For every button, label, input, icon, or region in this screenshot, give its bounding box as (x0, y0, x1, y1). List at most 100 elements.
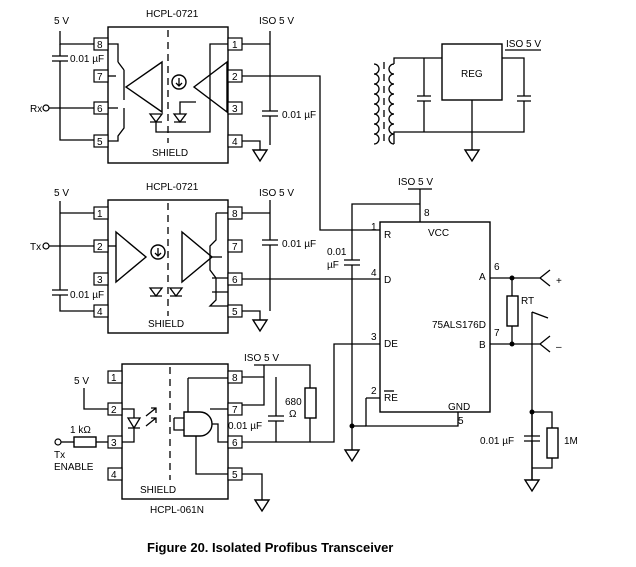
u3-vcc-label: 5 V (74, 376, 89, 387)
u1-pin-number: 5 (97, 137, 103, 148)
u2-buffer-left (115, 230, 148, 284)
u2-vcc-label: 5 V (54, 188, 69, 199)
transceiver-pin-7: 7 (494, 328, 500, 339)
u1-pin-number: 6 (97, 104, 103, 115)
u1-vcc-label: 5 V (54, 16, 69, 27)
transceiver-de-label: DE (384, 339, 398, 350)
transceiver-gnd-label: GND (448, 402, 470, 413)
u2-pin-number: 5 (232, 307, 238, 318)
u3-resistor-label: 1 kΩ (70, 425, 91, 436)
u1-pin-number: 7 (97, 72, 103, 83)
u1-cap-label: 0.01 µF (70, 54, 104, 65)
u2-buffer-right (181, 230, 214, 284)
u1-signal-label: Rx (30, 104, 42, 115)
u2-cap-label: 0.01 µF (70, 290, 104, 301)
u1-buffer-left (124, 60, 163, 114)
transceiver-re-label: RE (384, 393, 398, 404)
u2-pin-number: 6 (232, 275, 238, 286)
u3-iso-cap-label: 0.01 µF (228, 421, 262, 432)
u3-pin-number: 3 (111, 438, 117, 449)
transceiver-cap-value: 0.01 (327, 247, 347, 258)
u3-shield-label: SHIELD (140, 485, 176, 496)
transceiver-ground-symbol (343, 449, 361, 463)
u2-pin-number: 8 (232, 209, 238, 220)
u3-part-label: HCPL-061N (150, 505, 204, 516)
u3-pullup-unit: Ω (289, 409, 297, 420)
termination-resistor (506, 295, 519, 327)
u3-pin-number: 4 (111, 470, 117, 481)
optocoupler-u3: ISO 5 V SHIELD HCPL-061N 1 2 3 4 8 7 6 5… (54, 343, 358, 516)
u3-pin-number: 8 (232, 373, 238, 384)
u3-enable-label-1: Tx (54, 450, 65, 461)
transceiver-d-label: D (384, 275, 391, 286)
u2-iso-label: ISO 5 V (259, 188, 294, 199)
u1-iso-cap-label: 0.01 µF (282, 110, 316, 121)
u3-pullup-value: 680 (285, 397, 302, 408)
transformer-secondary-coil (388, 63, 395, 145)
transceiver-b-label: B (479, 340, 486, 351)
figure-caption: Figure 20. Isolated Profibus Transceiver (147, 540, 393, 555)
transceiver-r-label: R (384, 230, 391, 241)
u1-pin-number: 8 (97, 40, 103, 51)
transceiver-pin-8: 8 (424, 208, 430, 219)
u3-resistor (73, 436, 97, 448)
profibus-termination: RT + – 0.01 µF 1M (480, 269, 578, 493)
u2-ground-symbol (251, 319, 269, 333)
transceiver-cap-unit: µF (327, 260, 339, 271)
u3-pin-number: 6 (232, 438, 238, 449)
u1-pin-number: 3 (232, 104, 238, 115)
transformer-primary-coil (373, 63, 380, 145)
u1-part-label: HCPL-0721 (146, 9, 199, 20)
u2-iso-cap-label: 0.01 µF (282, 239, 316, 250)
bus-minus-label: – (556, 342, 562, 353)
transceiver-part-label: 75ALS176D (432, 320, 486, 331)
bus-plus-label: + (556, 276, 562, 287)
u2-part-label: HCPL-0721 (146, 182, 199, 193)
u3-pin-number: 1 (111, 373, 117, 384)
u1-pin-number: 2 (232, 72, 238, 83)
u2-pin-number: 1 (97, 209, 103, 220)
transceiver-vcc-label: VCC (428, 228, 449, 239)
regulator-label: REG (461, 69, 483, 80)
u2-pin-number: 3 (97, 275, 103, 286)
transceiver-iso-label: ISO 5 V (398, 177, 433, 188)
u2-pin-number: 7 (232, 242, 238, 253)
u2-shield-label: SHIELD (148, 319, 184, 330)
transceiver-pin-4: 4 (371, 268, 377, 279)
u2-signal-label: Tx (30, 242, 41, 253)
u3-enable-label-2: ENABLE (54, 462, 94, 473)
u1-pin-number: 1 (232, 40, 238, 51)
transceiver-pin-2: 2 (371, 386, 377, 397)
transceiver-75als176d: ISO 5 V 8 VCC R D DE RE 75ALS176D GND A … (327, 177, 500, 463)
u3-iso-label: ISO 5 V (244, 353, 279, 364)
u3-pin-number: 7 (232, 405, 238, 416)
u1-pin (227, 101, 243, 115)
u1-ground-symbol (251, 149, 269, 163)
termination-label: RT (521, 296, 534, 307)
bus-ground-symbol (523, 479, 541, 493)
transceiver-a-label: A (479, 272, 486, 283)
transceiver-package (379, 221, 491, 413)
optocoupler-u2: HCPL-0721 5 V ISO 5 V SHIELD 1 2 3 4 8 7… (30, 182, 358, 334)
bleed-resistor (546, 427, 559, 459)
isolated-power-supply: REG ISO 5 V (373, 39, 541, 163)
u2-pin-number: 4 (97, 307, 103, 318)
u3-pin-number: 5 (232, 470, 238, 481)
u1-shield-label: SHIELD (152, 148, 188, 159)
regulator-ground-symbol (463, 149, 481, 163)
u3-pin-number: 2 (111, 405, 117, 416)
transceiver-pin-5: 5 (458, 416, 464, 427)
u3-package (121, 363, 229, 500)
u2-pin-number: 2 (97, 242, 103, 253)
transceiver-pin-1: 1 (371, 222, 377, 233)
transceiver-pin-3: 3 (371, 332, 377, 343)
u3-pullup-resistor (304, 387, 317, 419)
regulator-output-label: ISO 5 V (506, 39, 541, 50)
u3-and-gate (183, 411, 213, 437)
transceiver-pin-6: 6 (494, 262, 500, 273)
bleed-resistor-label: 1M (564, 436, 578, 447)
u1-pin-number: 4 (232, 137, 238, 148)
u1-iso-label: ISO 5 V (259, 16, 294, 27)
u3-ground-symbol (253, 499, 271, 513)
